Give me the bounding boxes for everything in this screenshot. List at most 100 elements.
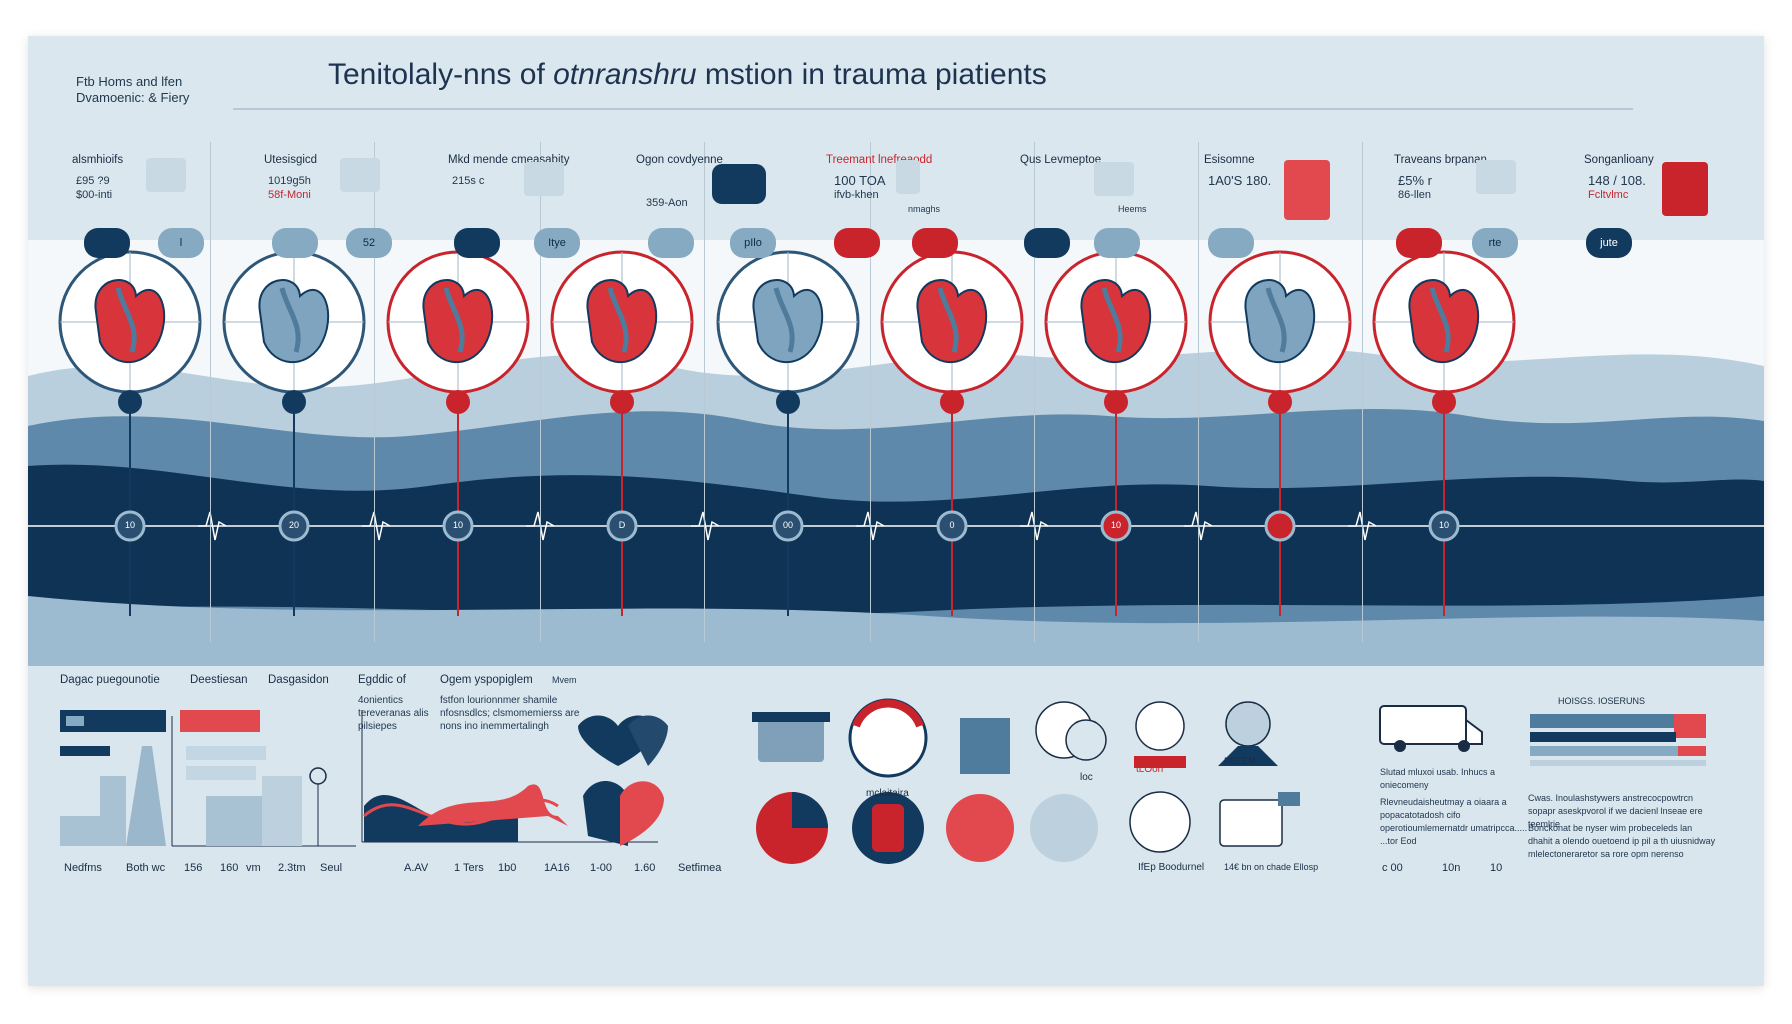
wound-icon xyxy=(1284,160,1330,220)
sec-5-title: Ogem yspopiglem xyxy=(440,674,533,686)
ecg-spike-1 xyxy=(198,511,227,541)
timeline-graphic xyxy=(28,250,1764,666)
col-6-pill-b xyxy=(1094,228,1140,258)
timeline-node-label-3: 10 xyxy=(452,520,463,530)
right-text-2: Bonckonat be nyser wim probeceleds lan d… xyxy=(1528,823,1716,859)
monitor-icon xyxy=(524,162,564,196)
bar-strip xyxy=(60,746,110,756)
col-4-sub: 359-Aon xyxy=(646,196,716,210)
timeline-node-label-2: 20 xyxy=(288,520,299,530)
bar-axis-label-3: 156 xyxy=(184,862,203,874)
col-2-pill-b-text: 52 xyxy=(362,237,376,249)
col-3-pill-b-text: Itye xyxy=(548,237,566,249)
area-axis-label-4: 1A16 xyxy=(544,862,570,874)
organ-vessel-6 xyxy=(937,287,959,353)
bar-row-2 xyxy=(186,766,256,780)
stack-row-1 xyxy=(1530,714,1676,728)
corner-line-2: Dvamoenic: & Fiery xyxy=(76,90,190,105)
stem-dot-1 xyxy=(118,390,142,414)
col-9-pill-a: jute xyxy=(1586,228,1632,258)
column-divider-7 xyxy=(1198,142,1199,642)
ambulance-wheel-1 xyxy=(1394,740,1406,752)
bar-header-dark xyxy=(60,710,166,732)
main-title: Tenitolaly-nns of otnranshru mstion in t… xyxy=(328,58,1428,92)
organ-vessel-1 xyxy=(115,287,137,353)
col-2-label: Utesisgicd xyxy=(264,154,318,166)
col-2-sub2: 58f-Moni xyxy=(268,189,311,201)
col-1-pill-b: l xyxy=(158,228,204,258)
organ-vessel-2 xyxy=(279,287,301,353)
ecg-spike-2 xyxy=(362,511,391,541)
col-5-note: nmaghs xyxy=(908,204,941,214)
corner-line-1: Ftb Homs and lfen xyxy=(76,74,183,89)
brain-badge-icon xyxy=(1662,162,1708,216)
timeline-node-4 xyxy=(606,510,638,542)
doctor-avatar-2 xyxy=(1065,719,1107,761)
col-6-pill-a xyxy=(1024,228,1070,258)
wave-front xyxy=(28,464,1764,616)
col-7-sub1: 1A0'S 180. xyxy=(1208,173,1272,188)
col-9-sub1: 148 / 108. xyxy=(1588,173,1646,188)
col-8-pill-b-text: rte xyxy=(1488,237,1502,249)
column-divider-4 xyxy=(704,142,705,642)
stack-red-2 xyxy=(1678,746,1706,756)
col-6-label: Qus Levmeptoe xyxy=(1020,154,1102,166)
title-part-1: Tenitolaly-nns of xyxy=(328,58,554,91)
bar-row-1 xyxy=(186,746,266,760)
column-divider-6 xyxy=(1034,142,1035,642)
bar-block-2 xyxy=(206,796,266,846)
area-graphic xyxy=(361,710,668,846)
stem-dot-6 xyxy=(940,390,964,414)
col-5-sub2: ifvb-khen xyxy=(834,189,879,201)
column-divider-3 xyxy=(540,142,541,642)
corner-caption: Ftb Homs and lfen Dvamoenic: & Fiery xyxy=(76,74,266,106)
col-1-pill-a xyxy=(84,228,130,258)
bed-icon xyxy=(758,718,824,762)
bar-spike xyxy=(126,746,166,846)
col-4-pill-a xyxy=(648,228,694,258)
ambulance-text-1: Slutad mluxoi usab. Inhucs a oniecomeny xyxy=(1380,767,1496,790)
stem-dot-4 xyxy=(610,390,634,414)
iv-bag xyxy=(872,804,904,852)
organ-vessel-4 xyxy=(607,287,629,353)
patient-scan-icon xyxy=(1030,794,1098,862)
bar-block-notch xyxy=(60,776,100,816)
icon-caption-1: mclaitaira xyxy=(866,788,909,799)
equipment-icon xyxy=(340,158,380,192)
bar-red-block xyxy=(180,710,260,732)
sec-2-title: Deestiesan xyxy=(190,674,248,686)
stack-row-4 xyxy=(1530,760,1706,766)
col-4-pill-b-text: pIlo xyxy=(744,237,762,249)
stacked-bar-graphic xyxy=(1530,714,1706,766)
hospital-icon xyxy=(960,718,1010,774)
right-title: HOISGS. IOSERUNS xyxy=(1558,696,1646,706)
timeline-node-3 xyxy=(442,510,474,542)
broken-heart-right-icon xyxy=(620,781,664,846)
col-4-sub1: 359-Aon xyxy=(646,197,688,209)
col-3-sub: 215s c xyxy=(452,174,522,188)
timeline-node-label-6: 0 xyxy=(949,520,955,530)
bar-axis-label-6: 2.3tm xyxy=(278,862,306,874)
wound-circle-quarter xyxy=(792,792,828,828)
organ-vessel-9 xyxy=(1429,287,1451,353)
iv-bag-icon xyxy=(1476,160,1516,194)
organ-vessel-7 xyxy=(1101,287,1123,353)
col-8-sub2: 86-llen xyxy=(1398,189,1432,201)
chart-card-tab xyxy=(1278,792,1300,806)
organ-vessel-5 xyxy=(773,287,795,353)
ambulance-axis-3: 10 xyxy=(1490,862,1503,874)
col-1-pill-b-text: l xyxy=(179,237,183,249)
surgeon-gown xyxy=(1218,746,1278,766)
syringe-icon xyxy=(896,160,920,194)
col-5-sub1: 100 TOA xyxy=(834,173,886,188)
bed-rail xyxy=(752,712,830,722)
title-rule xyxy=(233,108,1633,110)
column-divider-5 xyxy=(870,142,871,642)
col-9-sub: 148 / 108.Fcltvlmc xyxy=(1588,174,1658,202)
bar-axis-label-5: vm xyxy=(246,862,261,874)
column-divider-1 xyxy=(210,142,211,642)
ecg-spike-4 xyxy=(691,511,720,541)
organ-vessel-8 xyxy=(1265,287,1287,353)
